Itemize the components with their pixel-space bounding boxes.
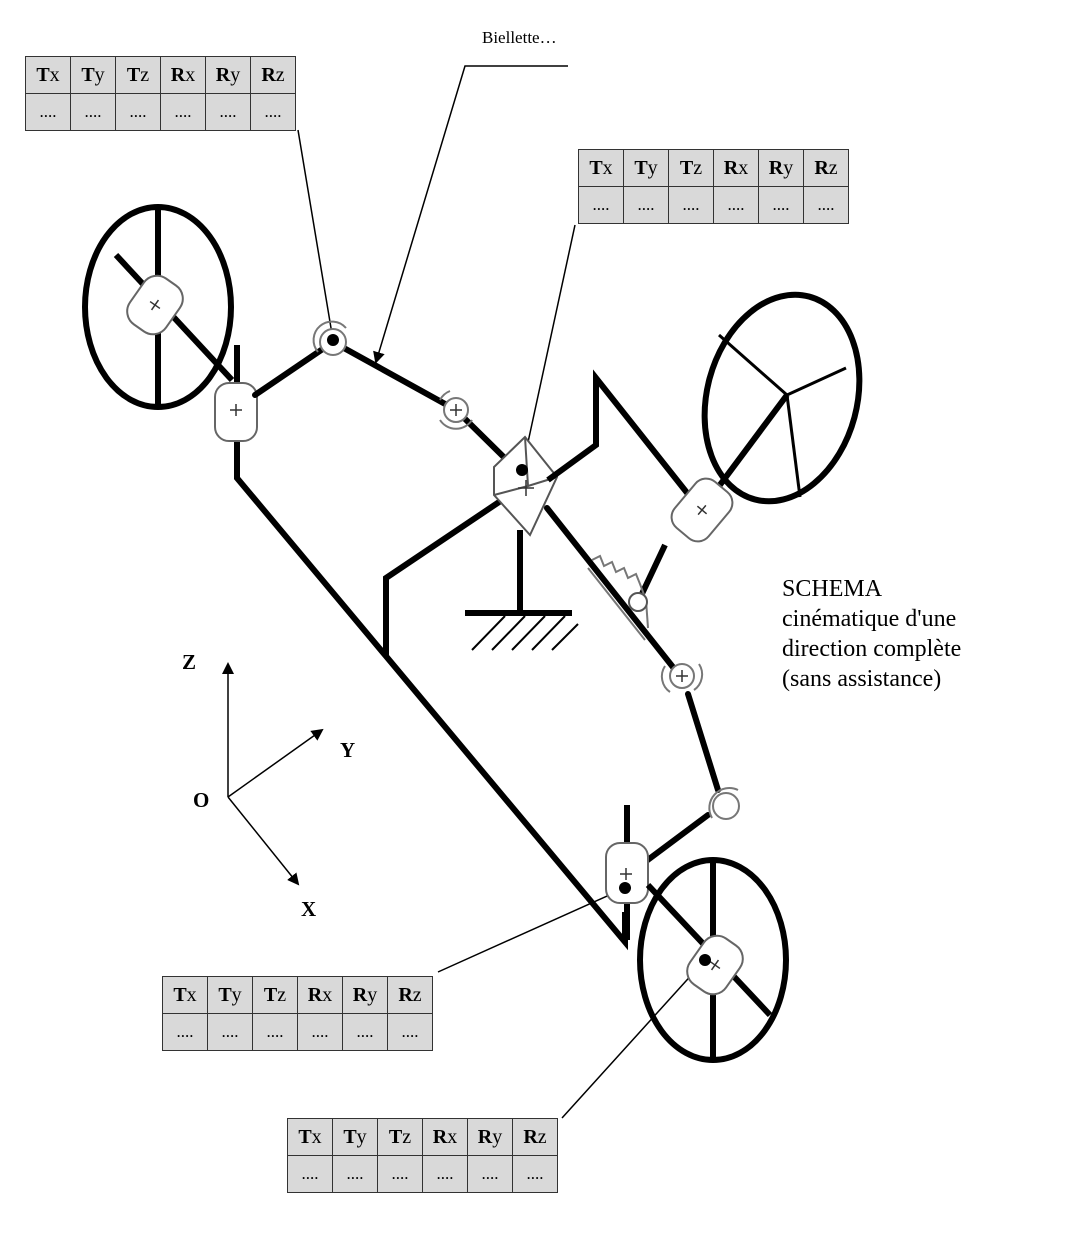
dof-header-rx: Rx <box>160 56 206 94</box>
dof-header-tx: Tx <box>578 149 624 187</box>
schema-title-line: SCHEMA <box>782 576 883 602</box>
dof-header-rz: Rz <box>512 1118 558 1156</box>
dof-value-cell[interactable]: .... <box>332 1155 378 1193</box>
dof-value-cell[interactable]: .... <box>342 1013 388 1051</box>
leader-lines <box>297 129 706 1119</box>
dof-value-cell[interactable]: .... <box>713 186 759 224</box>
column-pivot-joint <box>670 477 734 543</box>
dof-value-cell[interactable]: .... <box>250 93 296 131</box>
pinion-joint <box>628 592 648 612</box>
schema-title-line: direction complète <box>782 636 962 662</box>
dof-header-tx: Tx <box>162 976 208 1014</box>
dof-header-ty: Ty <box>70 56 116 94</box>
dof-value-row: .... .... .... .... .... .... <box>25 93 296 131</box>
dof-header-ty: Ty <box>207 976 253 1014</box>
biellette-label: Biellette… <box>482 28 557 47</box>
dof-header-rz: Rz <box>803 149 849 187</box>
dof-value-cell[interactable]: .... <box>422 1155 468 1193</box>
dof-value-cell[interactable]: .... <box>467 1155 513 1193</box>
dof-value-cell[interactable]: .... <box>377 1155 423 1193</box>
biellette-pointer <box>373 65 568 364</box>
dof-value-cell[interactable]: .... <box>252 1013 298 1051</box>
dof-header-row: Tx Ty Tz Rx Ry Rz <box>162 976 433 1014</box>
dof-header-tz: Tz <box>115 56 161 94</box>
ball-joint-lower <box>708 787 740 820</box>
schema-title-line: cinématique d'une <box>782 606 957 632</box>
dof-value-row: .... .... .... .... .... .... <box>287 1155 558 1193</box>
dof-table-top-right: Tx Ty Tz Rx Ry Rz .... .... .... .... ..… <box>578 149 849 224</box>
dof-value-cell[interactable]: .... <box>70 93 116 131</box>
axis-label-z: Z <box>182 650 197 674</box>
dof-value-cell[interactable]: .... <box>578 186 624 224</box>
dof-header-tz: Tz <box>252 976 298 1014</box>
dof-header-tz: Tz <box>377 1118 423 1156</box>
left-pivot-joint <box>214 345 258 470</box>
dof-value-cell[interactable]: .... <box>758 186 804 224</box>
schema-title-line: (sans assistance) <box>782 666 942 692</box>
left-wheel <box>82 204 235 410</box>
dof-header-rz: Rz <box>387 976 433 1014</box>
coordinate-axes <box>222 662 324 886</box>
dof-header-tx: Tx <box>25 56 71 94</box>
rack-teeth <box>587 554 649 641</box>
dof-value-cell[interactable]: .... <box>160 93 206 131</box>
axis-label-x: X <box>301 897 317 921</box>
ball-joint-middle <box>439 390 473 430</box>
dof-value-cell[interactable]: .... <box>803 186 849 224</box>
axis-label-origin: O <box>193 788 210 812</box>
dof-value-cell[interactable]: .... <box>668 186 714 224</box>
ball-joint-top <box>312 320 347 356</box>
dof-header-tx: Tx <box>287 1118 333 1156</box>
dof-value-cell[interactable]: .... <box>25 93 71 131</box>
steering-column <box>546 369 790 600</box>
dof-header-ry: Ry <box>205 56 251 94</box>
dof-header-tz: Tz <box>668 149 714 187</box>
dof-value-cell[interactable]: .... <box>297 1013 343 1051</box>
dof-header-row: Tx Ty Tz Rx Ry Rz <box>287 1118 558 1156</box>
dof-header-row: Tx Ty Tz Rx Ry Rz <box>578 149 849 187</box>
chassis-frame <box>234 470 628 951</box>
ball-joint-right <box>660 663 704 693</box>
dof-value-cell[interactable]: .... <box>623 186 669 224</box>
dof-header-ty: Ty <box>332 1118 378 1156</box>
dof-header-ty: Ty <box>623 149 669 187</box>
dof-table-bottom: Tx Ty Tz Rx Ry Rz .... .... .... .... ..… <box>287 1118 558 1193</box>
dof-header-ry: Ry <box>467 1118 513 1156</box>
dof-value-row: .... .... .... .... .... .... <box>578 186 849 224</box>
steering-links <box>252 339 721 865</box>
right-pivot-joint <box>605 805 649 940</box>
dof-table-top-left: Tx Ty Tz Rx Ry Rz .... .... .... .... ..… <box>25 56 296 131</box>
dof-table-bottom-left: Tx Ty Tz Rx Ry Rz .... .... .... .... ..… <box>162 976 433 1051</box>
dof-value-cell[interactable]: .... <box>387 1013 433 1051</box>
dof-value-cell[interactable]: .... <box>287 1155 333 1193</box>
rack-pinion-housing <box>465 435 579 651</box>
steering-wheel <box>701 291 863 505</box>
dof-value-cell[interactable]: .... <box>205 93 251 131</box>
dof-value-cell[interactable]: .... <box>162 1013 208 1051</box>
dof-header-ry: Ry <box>342 976 388 1014</box>
right-wheel <box>637 857 789 1063</box>
dof-header-rx: Rx <box>713 149 759 187</box>
schema-title: SCHEMA cinématique d'une direction compl… <box>782 574 961 694</box>
dof-header-rx: Rx <box>297 976 343 1014</box>
dof-header-rz: Rz <box>250 56 296 94</box>
dof-value-row: .... .... .... .... .... .... <box>162 1013 433 1051</box>
dof-value-cell[interactable]: .... <box>512 1155 558 1193</box>
dof-header-rx: Rx <box>422 1118 468 1156</box>
dof-value-cell[interactable]: .... <box>115 93 161 131</box>
dof-value-cell[interactable]: .... <box>207 1013 253 1051</box>
dof-header-row: Tx Ty Tz Rx Ry Rz <box>25 56 296 94</box>
axis-label-y: Y <box>340 738 356 762</box>
dof-header-ry: Ry <box>758 149 804 187</box>
